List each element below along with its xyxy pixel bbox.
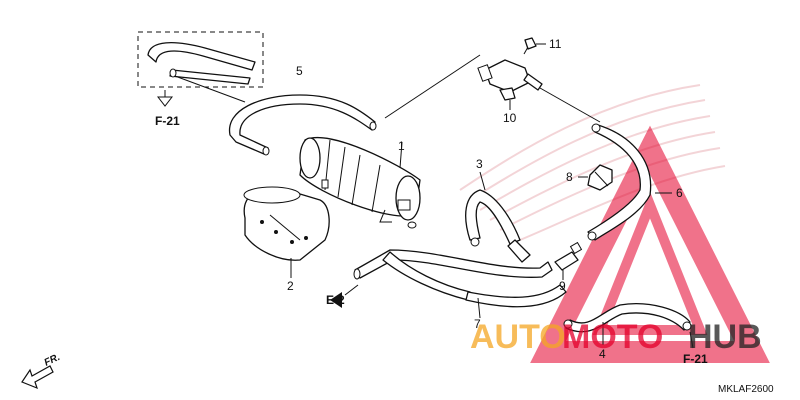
part-label-4: 4	[599, 347, 606, 361]
part-label-8: 8	[566, 170, 573, 184]
connector-9	[554, 241, 583, 271]
diagram-code: MKLAF2600	[718, 384, 774, 395]
watermark-moto: MOTO	[562, 318, 663, 356]
canister-1	[299, 137, 421, 229]
ref-label-f21-top: F-21	[155, 114, 180, 128]
hose-4	[563, 303, 692, 333]
part-label-5: 5	[296, 64, 303, 78]
band-2	[243, 186, 330, 261]
part-label-1: 1	[398, 139, 405, 153]
hose-6	[587, 123, 652, 241]
ref-label-e2: E-2	[326, 293, 345, 307]
watermark-hub: HUB	[688, 318, 762, 356]
ref-label-f21-bottom: F-21	[683, 352, 708, 366]
part-label-10: 10	[503, 111, 517, 125]
arrow-down-icon	[156, 96, 174, 107]
watermark-auto: AUTO	[470, 318, 566, 356]
part-label-3: 3	[476, 157, 483, 171]
arrow-left-icon	[330, 292, 342, 308]
triangle-logo-watermark	[530, 125, 770, 363]
part-label-2: 2	[287, 279, 294, 293]
hose-7	[353, 249, 567, 308]
clip-8	[587, 164, 613, 191]
valve-10	[477, 59, 543, 101]
part-label-6: 6	[676, 186, 683, 200]
hose-5	[228, 94, 377, 156]
bolt-11	[523, 37, 537, 55]
part-label-9: 9	[559, 279, 566, 293]
automotohub-watermark: AUTO MOTO HUB	[470, 318, 762, 356]
part-label-11: 11	[549, 37, 562, 51]
front-arrow-icon	[21, 365, 54, 390]
part-label-7: 7	[474, 317, 481, 331]
front-label: FR.	[43, 352, 62, 369]
detail-hose	[147, 42, 256, 85]
hose-3	[465, 189, 531, 263]
